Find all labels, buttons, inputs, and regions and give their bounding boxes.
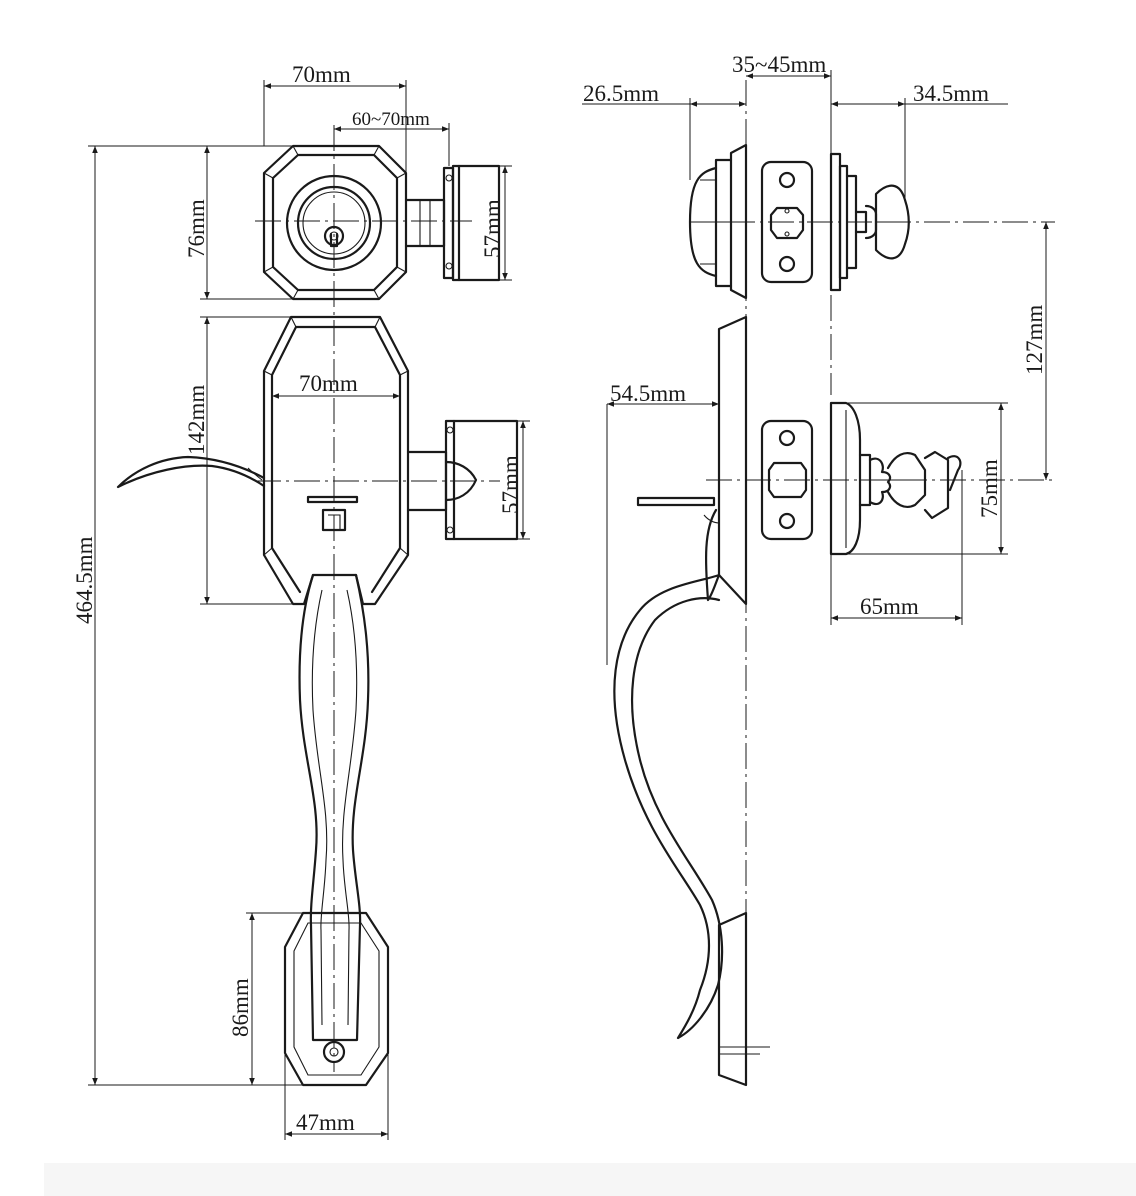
handle-height-label: 142mm: [184, 385, 209, 455]
side-lever-interior: [829, 401, 962, 556]
deadbolt-width-label: 70mm: [292, 62, 351, 87]
side-grip: [613, 573, 770, 1087]
backset-label: 60~70mm: [352, 109, 430, 130]
bottom-plate-height-label: 86mm: [228, 978, 253, 1037]
side-handle-plate: [636, 315, 748, 606]
lever-arm: [116, 455, 266, 489]
front-view: 70mm 60~70mm 76mm 57mm 70mm 142mm 57mm 4: [72, 62, 530, 1140]
deadbolt-projection-label: 26.5mm: [583, 81, 659, 106]
thumbturn-projection-label: 34.5mm: [913, 81, 989, 106]
bottom-plate: [283, 911, 390, 1087]
lever-rose-side: [406, 419, 519, 541]
deadbolt-thumbturn-label: 57mm: [480, 199, 505, 258]
bottom-plate-width-label: 47mm: [296, 1110, 355, 1135]
side-view: 35~45mm 26.5mm 34.5mm 127mm 54.5mm 75mm …: [582, 52, 1055, 1087]
handle-projection-label: 54.5mm: [610, 381, 686, 406]
overall-height-label: 464.5mm: [72, 536, 97, 624]
deadbolt-height-label: 76mm: [184, 199, 209, 258]
footer-band: [44, 1163, 1136, 1196]
lever-projection-label: 65mm: [860, 594, 919, 619]
lever-rose-label: 57mm: [498, 455, 523, 514]
handle-escutcheon: [262, 315, 410, 606]
lever-rose-dia-label: 75mm: [977, 459, 1002, 518]
grip: [298, 573, 370, 1042]
deadbolt-escutcheon: [262, 144, 408, 301]
door-thickness-label: 35~45mm: [732, 52, 826, 77]
center-distance-label: 127mm: [1022, 305, 1047, 375]
handle-width-label: 70mm: [299, 371, 358, 396]
